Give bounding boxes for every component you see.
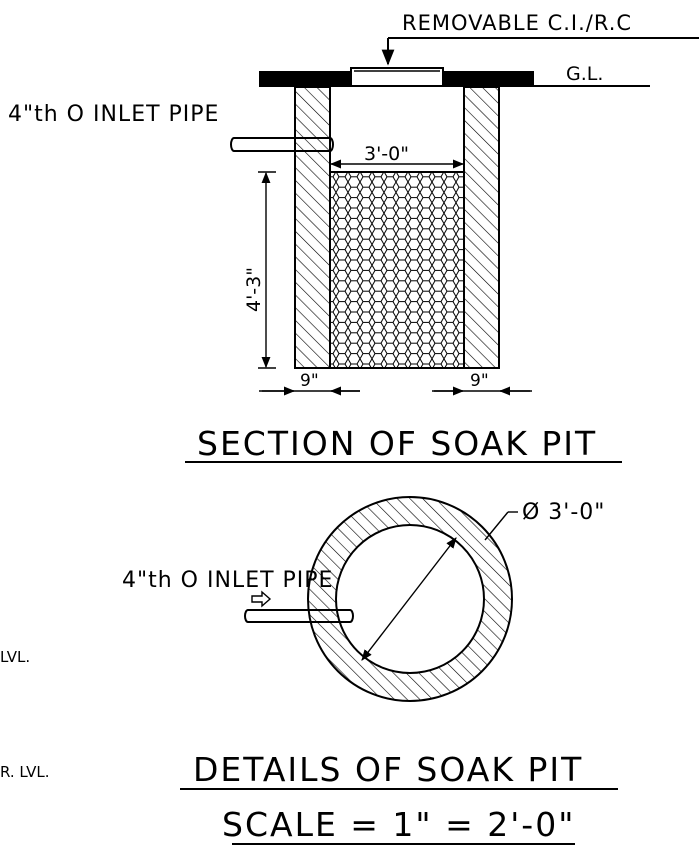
left-wall [294,86,331,369]
side-label-upper: LVL. [0,648,30,666]
plan-inlet-label: 4"th O INLET PIPE [122,568,333,593]
scale-label: SCALE = 1" = 2'-0" [222,805,575,844]
flow-arrow-icon [251,590,272,608]
inlet-pipe [230,137,334,152]
section-inlet-label: 4"th O INLET PIPE [8,102,219,127]
cover-label: REMOVABLE C.I./R.C [402,11,632,35]
plan-inlet-pipe [244,609,354,623]
soak-fill [329,171,465,369]
section-view: REMOVABLE C.I./R.C G.L. 4"th O INLET PIP… [8,11,699,463]
diameter-label: Ø 3'-0" [522,500,605,525]
cover-slab-right [443,71,534,87]
depth-dim: 4'-3" [243,267,265,312]
drawing-footer: DETAILS OF SOAK PIT SCALE = 1" = 2'-0" [180,750,618,845]
wall-dim-left: 9" [300,371,319,391]
right-wall [463,86,500,369]
diameter-leader [484,511,509,541]
diameter-line [361,537,457,661]
wall-dim-right: 9" [470,371,489,391]
plan-inner-circle [335,524,485,674]
side-label-lower: R. LVL. [0,763,50,781]
width-dim: 3'-0" [364,143,409,165]
details-title: DETAILS OF SOAK PIT [193,750,583,789]
removable-cover [350,67,444,87]
plan-view: Ø 3'-0" 4"th O INLET PIPE [122,496,605,702]
section-title: SECTION OF SOAK PIT [197,424,597,463]
ground-label: G.L. [566,63,603,85]
cover-slab-left [259,71,351,87]
